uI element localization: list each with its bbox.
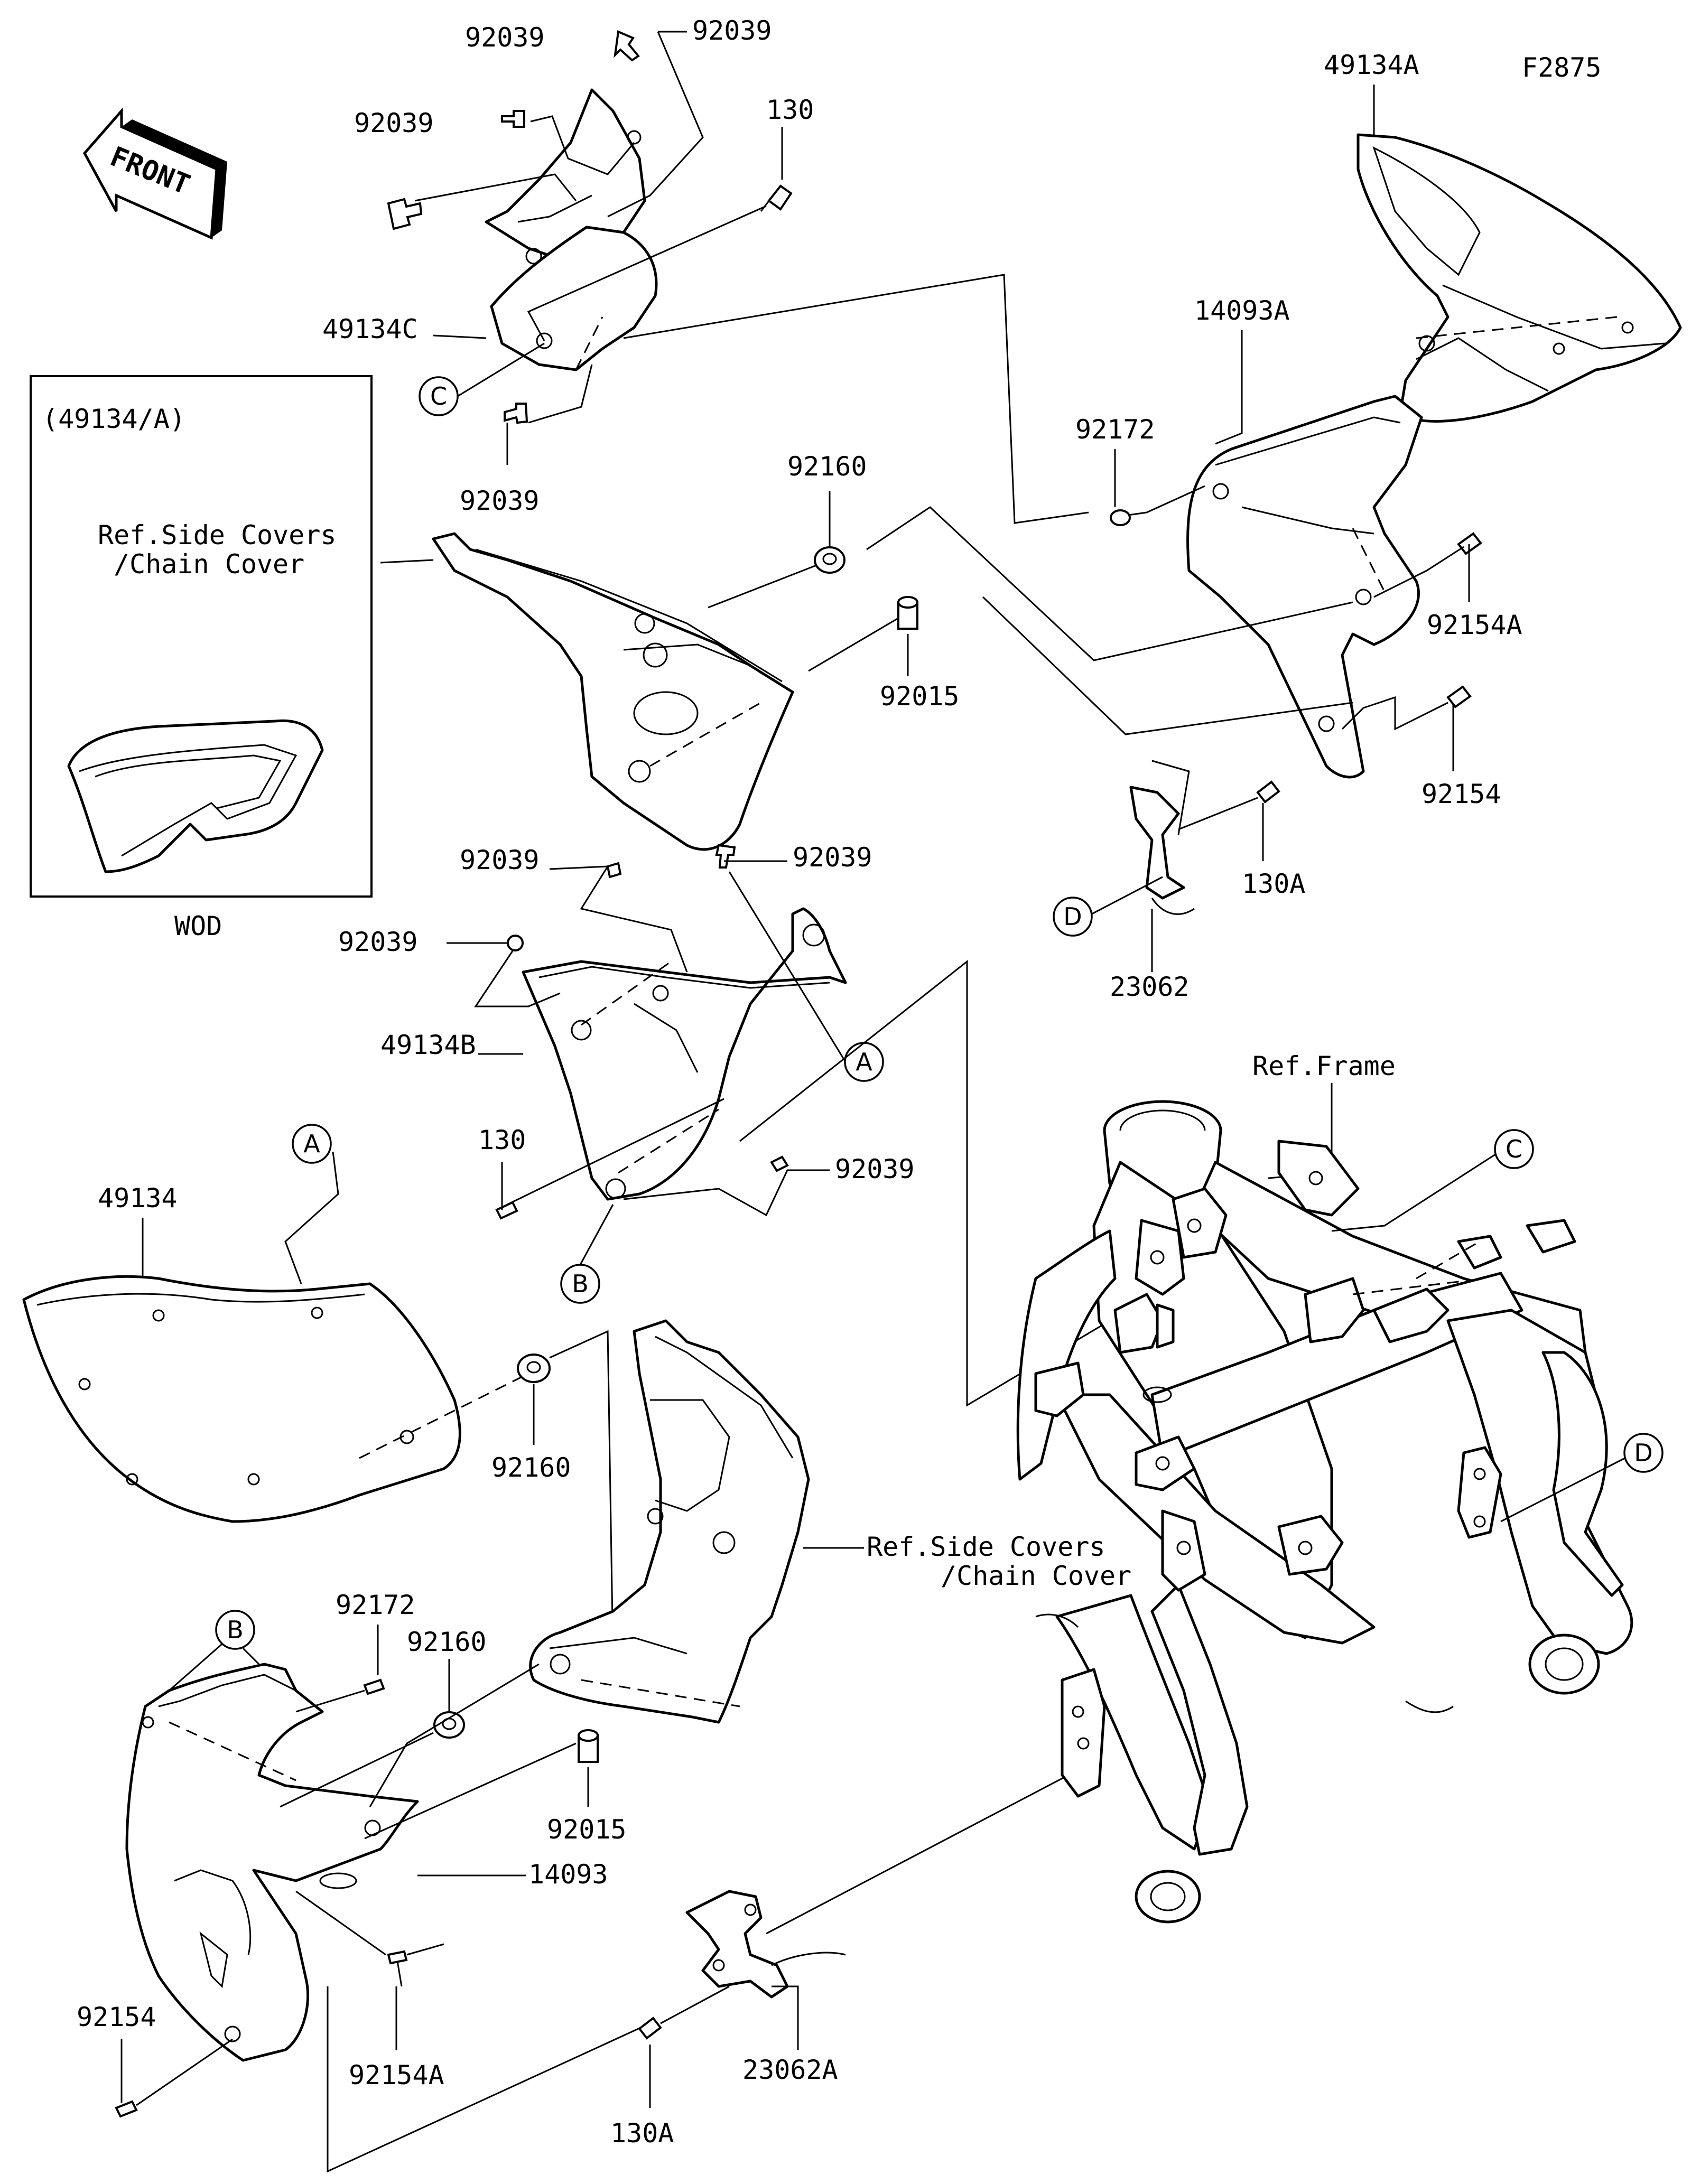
label-92154a: 92154A — [349, 2060, 444, 2090]
label-49134: 49134 — [98, 1183, 178, 1214]
bolt-92154-icon — [1446, 685, 1472, 708]
callout-c-label: C — [430, 382, 447, 410]
label-92039: 92039 — [338, 927, 418, 957]
label-23062a: 23062A — [742, 2055, 838, 2085]
label-130: 130 — [766, 95, 814, 125]
label-92039: 92039 — [354, 108, 434, 138]
bolt-130a-icon — [638, 2017, 662, 2040]
label-92039: 92039 — [460, 845, 540, 875]
bolt-130a-icon — [1256, 780, 1280, 804]
label-92160: 92160 — [407, 1627, 487, 1657]
label-14093: 14093 — [528, 1859, 608, 1890]
side-cover-lower — [529, 1319, 810, 1724]
diagram-code: F2875 — [1522, 52, 1602, 83]
label-49134b: 49134B — [380, 1030, 476, 1060]
inset-title: (49134/A) — [42, 404, 185, 434]
bracket-23062a — [685, 1890, 846, 1999]
label-92154: 92154 — [1421, 779, 1501, 809]
label-92039: 92039 — [460, 486, 540, 516]
ref-side-covers-top-1: Ref.Side Covers — [98, 520, 337, 550]
callout-c — [1494, 1129, 1534, 1169]
label-130a: 130A — [610, 2118, 674, 2149]
label-92160: 92160 — [787, 451, 867, 482]
inset-caption: WOD — [174, 911, 222, 941]
inset-box: (49134/A) WOD — [30, 375, 373, 941]
cowl-49134b — [522, 907, 847, 1201]
label-92039: 92039 — [692, 15, 772, 46]
bolt-92154a-icon — [1426, 532, 1482, 572]
clip-92039-icon — [387, 30, 640, 424]
label-92172: 92172 — [1075, 414, 1155, 445]
label-23062: 23062 — [1110, 972, 1190, 1002]
label-130a: 130A — [1242, 869, 1305, 899]
label-92015: 92015 — [547, 1814, 627, 1845]
callout-c-label: C — [1506, 1135, 1522, 1163]
front-arrow-icon: FRONT — [82, 107, 227, 240]
label-130: 130 — [478, 1125, 526, 1155]
clip-92039-icon — [507, 844, 789, 1172]
panel-14093 — [125, 1663, 419, 2062]
ref-side-covers-bottom-1: Ref.Side Covers — [867, 1532, 1105, 1562]
side-cover-upper — [432, 532, 794, 851]
ref-side-covers-bottom-2: /Chain Cover — [941, 1561, 1131, 1591]
label-92154: 92154 — [77, 2002, 156, 2032]
grommet-92160-icon — [433, 1711, 465, 1739]
frame — [1016, 1100, 1633, 1924]
callout-b — [215, 1610, 255, 1650]
cowl-49134a — [1356, 133, 1682, 423]
bracket-23062 — [1129, 786, 1195, 915]
ref-frame-label: Ref.Frame — [1252, 1051, 1396, 1081]
bolt-92154a-icon — [387, 1950, 408, 1987]
grommet-92160-icon — [814, 546, 846, 574]
callout-a-label: A — [856, 1048, 872, 1076]
callout-d — [1623, 1433, 1664, 1473]
inset-cowl-shape — [67, 719, 324, 873]
callout-d — [1053, 897, 1093, 937]
screw-92172-icon — [363, 1678, 385, 1695]
bolt-130-icon — [495, 1201, 518, 1220]
label-49134a: 49134A — [1324, 50, 1419, 80]
label-92160: 92160 — [491, 1452, 571, 1483]
grommet-92160-icon — [517, 1354, 551, 1383]
collar-92015-icon — [897, 596, 918, 630]
ref-side-covers-top-2: /Chain Cover — [114, 549, 304, 580]
callout-d-label: D — [1063, 902, 1082, 931]
label-92039: 92039 — [835, 1154, 915, 1184]
label-49134c: 49134C — [322, 314, 418, 344]
collar-92015-icon — [578, 1729, 599, 1763]
callout-b-label: B — [227, 1616, 244, 1644]
panel-14093a — [1186, 395, 1423, 779]
label-92039: 92039 — [793, 842, 872, 873]
callout-a — [292, 1124, 332, 1164]
label-14093a: 14093A — [1194, 295, 1290, 326]
label-92154a: 92154A — [1427, 610, 1522, 640]
bolt-130-icon — [760, 184, 793, 212]
callout-d-label: D — [1634, 1439, 1652, 1467]
label-92015: 92015 — [880, 681, 960, 712]
cowl-49134c — [485, 88, 658, 371]
screw-92172-icon — [1110, 509, 1147, 526]
label-92172: 92172 — [336, 1590, 415, 1620]
cowl-49134 — [22, 1275, 529, 1523]
label-92039: 92039 — [465, 22, 545, 53]
callout-a-label: A — [303, 1130, 320, 1158]
callout-b-label: B — [572, 1270, 589, 1298]
bolt-92154-icon — [115, 2100, 138, 2118]
